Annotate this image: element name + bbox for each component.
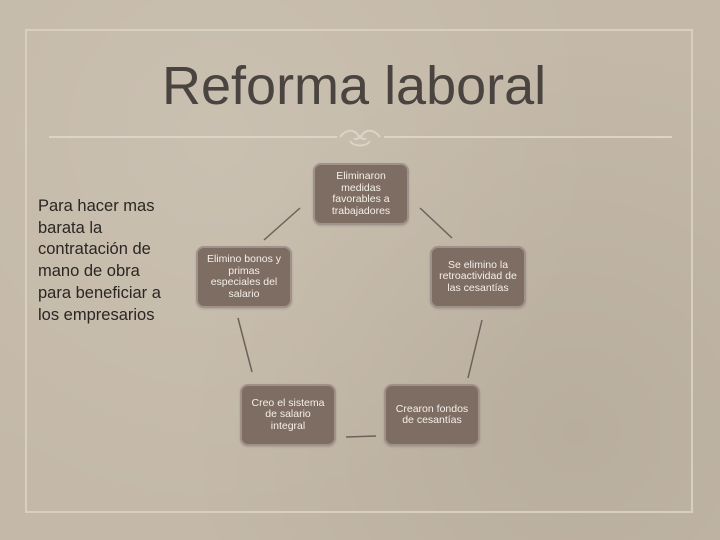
title-divider-right xyxy=(384,136,672,138)
slide-frame xyxy=(25,29,693,513)
connector-2-3 xyxy=(467,319,483,379)
connector-1-2 xyxy=(419,207,453,239)
cycle-node-3: Crearon fondos de cesantías xyxy=(384,384,480,446)
body-text: Para hacer mas barata la contratación de… xyxy=(38,197,161,324)
connector-3-4 xyxy=(345,435,377,438)
connector-4-5 xyxy=(237,317,253,373)
title-divider-left xyxy=(49,136,337,138)
connector-5-1 xyxy=(263,207,301,241)
flourish-ornament-icon xyxy=(339,129,381,147)
cycle-node-1: Eliminaron medidas favorables a trabajad… xyxy=(313,163,409,225)
slide-title: Reforma laboral xyxy=(162,56,547,116)
cycle-node-2: Se elimino la retroactividad de las cesa… xyxy=(430,246,526,308)
cycle-node-4: Creo el sistema de salario integral xyxy=(240,384,336,446)
cycle-node-5: Elimino bonos y primas especiales del sa… xyxy=(196,246,292,308)
